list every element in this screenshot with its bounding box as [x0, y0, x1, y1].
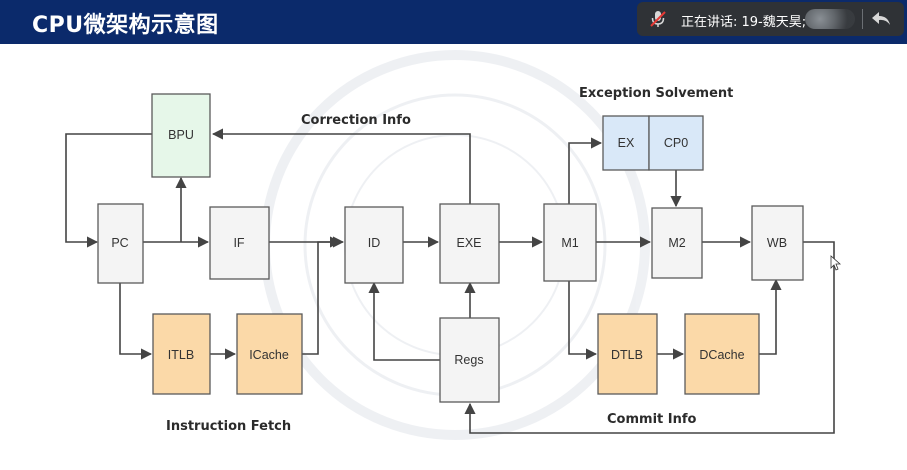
meeting-speaker-bar[interactable]: 正在讲话: 19-魏天昊;: [637, 2, 904, 36]
svg-text:M2: M2: [668, 236, 685, 250]
m1-to-dtlb-wire: [568, 281, 598, 360]
box-icache: ICache: [236, 313, 303, 395]
box-m1: M1: [543, 203, 597, 282]
box-dtlb: DTLB: [597, 313, 658, 395]
label-correction-info: Correction Info: [301, 113, 411, 128]
svg-text:ID: ID: [368, 236, 381, 250]
box-pc: PC: [97, 203, 144, 284]
label-exception-solvement: Exception Solvement: [579, 86, 733, 101]
svg-text:IF: IF: [233, 236, 244, 250]
exe-correction-wire: [211, 128, 471, 204]
svg-text:M1: M1: [561, 236, 578, 250]
svg-text:EXE: EXE: [456, 236, 481, 250]
dcache-to-wb-wire: [759, 278, 782, 355]
svg-text:DCache: DCache: [699, 348, 744, 362]
svg-text:EX: EX: [618, 136, 635, 150]
box-dcache: DCache: [684, 313, 760, 395]
icache-to-id-wire: [302, 236, 342, 355]
svg-text:CP0: CP0: [664, 136, 688, 150]
svg-text:Regs: Regs: [454, 353, 483, 367]
reply-arrow-icon[interactable]: [869, 8, 893, 30]
m1-to-ex-wire: [568, 137, 603, 204]
box-if: IF: [209, 206, 270, 280]
toolbar-separator: [862, 9, 863, 29]
commit-info-wire: [464, 241, 835, 434]
box-itlb: ITLB: [152, 313, 211, 395]
box-id: ID: [344, 206, 404, 284]
muted-microphone-icon[interactable]: [649, 10, 667, 28]
box-exe: EXE: [439, 203, 500, 284]
pipeline-wires: [65, 128, 835, 434]
bpu-to-pc-wire: [65, 133, 152, 248]
svg-text:ICache: ICache: [249, 348, 289, 362]
svg-text:PC: PC: [111, 236, 128, 250]
box-regs: Regs: [439, 317, 500, 403]
pc-to-itlb-wire: [119, 283, 153, 360]
svg-text:ITLB: ITLB: [168, 348, 194, 362]
box-bpu: BPU: [151, 93, 211, 178]
label-instruction-fetch: Instruction Fetch: [166, 419, 291, 434]
blurred-avatar: [805, 9, 855, 29]
label-commit-info: Commit Info: [607, 412, 697, 427]
mouse-cursor-icon: [830, 255, 842, 271]
box-ex: EX: [602, 115, 650, 171]
slide-title: CPU微架构示意图: [32, 13, 219, 38]
cpu-microarchitecture-diagram: BPU PC IF ID EXE M1 M2 WB EX CP0 ITLB: [65, 50, 842, 440]
box-wb: WB: [751, 205, 804, 281]
speaking-status-text: 正在讲话: 19-魏天昊;: [681, 15, 807, 30]
box-cp0: CP0: [648, 115, 704, 171]
regs-to-id-wire: [368, 281, 440, 361]
svg-text:DTLB: DTLB: [611, 348, 643, 362]
svg-text:WB: WB: [767, 236, 787, 250]
svg-text:BPU: BPU: [168, 128, 194, 142]
box-m2: M2: [651, 207, 703, 279]
